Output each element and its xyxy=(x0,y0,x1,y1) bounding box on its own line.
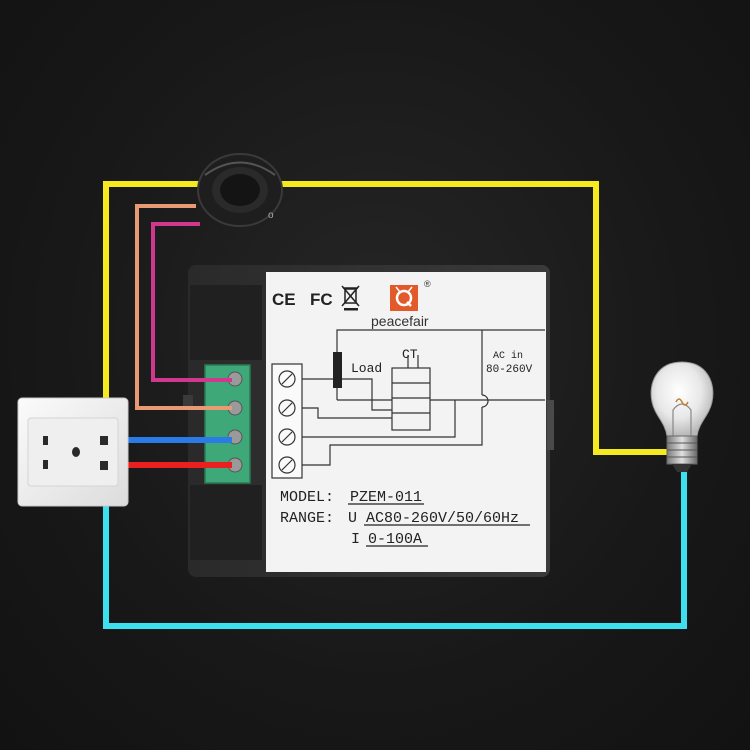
ac-in-range: 80-260V xyxy=(486,364,533,376)
load-resistor xyxy=(333,352,342,388)
wires xyxy=(103,181,687,629)
meter-side-notch-top xyxy=(190,285,262,360)
ct-wire-orange xyxy=(135,204,232,410)
power-meter: CE FC ® peacefair xyxy=(183,265,554,577)
voltage-range: AC80-260V/50/60Hz xyxy=(366,510,519,527)
current-symbol: I xyxy=(351,531,360,548)
schematic-ct-label: CT xyxy=(402,347,418,362)
schematic-load-label: Load xyxy=(351,361,382,376)
label-screw-column xyxy=(271,363,303,479)
neutral-wire xyxy=(103,462,687,629)
socket-contacts xyxy=(100,436,108,470)
peacefair-logo-icon xyxy=(390,285,418,311)
live-wire xyxy=(103,181,668,455)
fc-mark: FC xyxy=(310,290,333,309)
terminal-screw-icon xyxy=(278,370,296,474)
weee-bin-icon xyxy=(341,285,360,311)
range-label: RANGE: xyxy=(280,510,334,527)
model-label: MODEL: xyxy=(280,489,334,506)
ac-in-label: AC in xyxy=(493,350,523,362)
current-range: 0-100A xyxy=(368,531,422,548)
meter-side-notch-bottom xyxy=(190,485,262,560)
voltage-symbol: U xyxy=(348,510,357,527)
ce-mark: CE xyxy=(272,290,296,309)
svg-text:o: o xyxy=(268,210,274,221)
ct-wire-magenta xyxy=(151,222,232,382)
meter-label: CE FC ® peacefair xyxy=(266,272,546,572)
registered-mark: ® xyxy=(424,279,431,289)
wall-socket-icon xyxy=(17,397,129,507)
model-value: PZEM-011 xyxy=(350,489,422,506)
wiring-schematic xyxy=(300,329,545,466)
meter-clip xyxy=(183,395,193,409)
meter-side-tab xyxy=(547,400,554,450)
current-transformer-icon: o xyxy=(197,153,283,227)
light-bulb-icon xyxy=(650,361,714,472)
brand-name: peacefair xyxy=(371,313,429,329)
